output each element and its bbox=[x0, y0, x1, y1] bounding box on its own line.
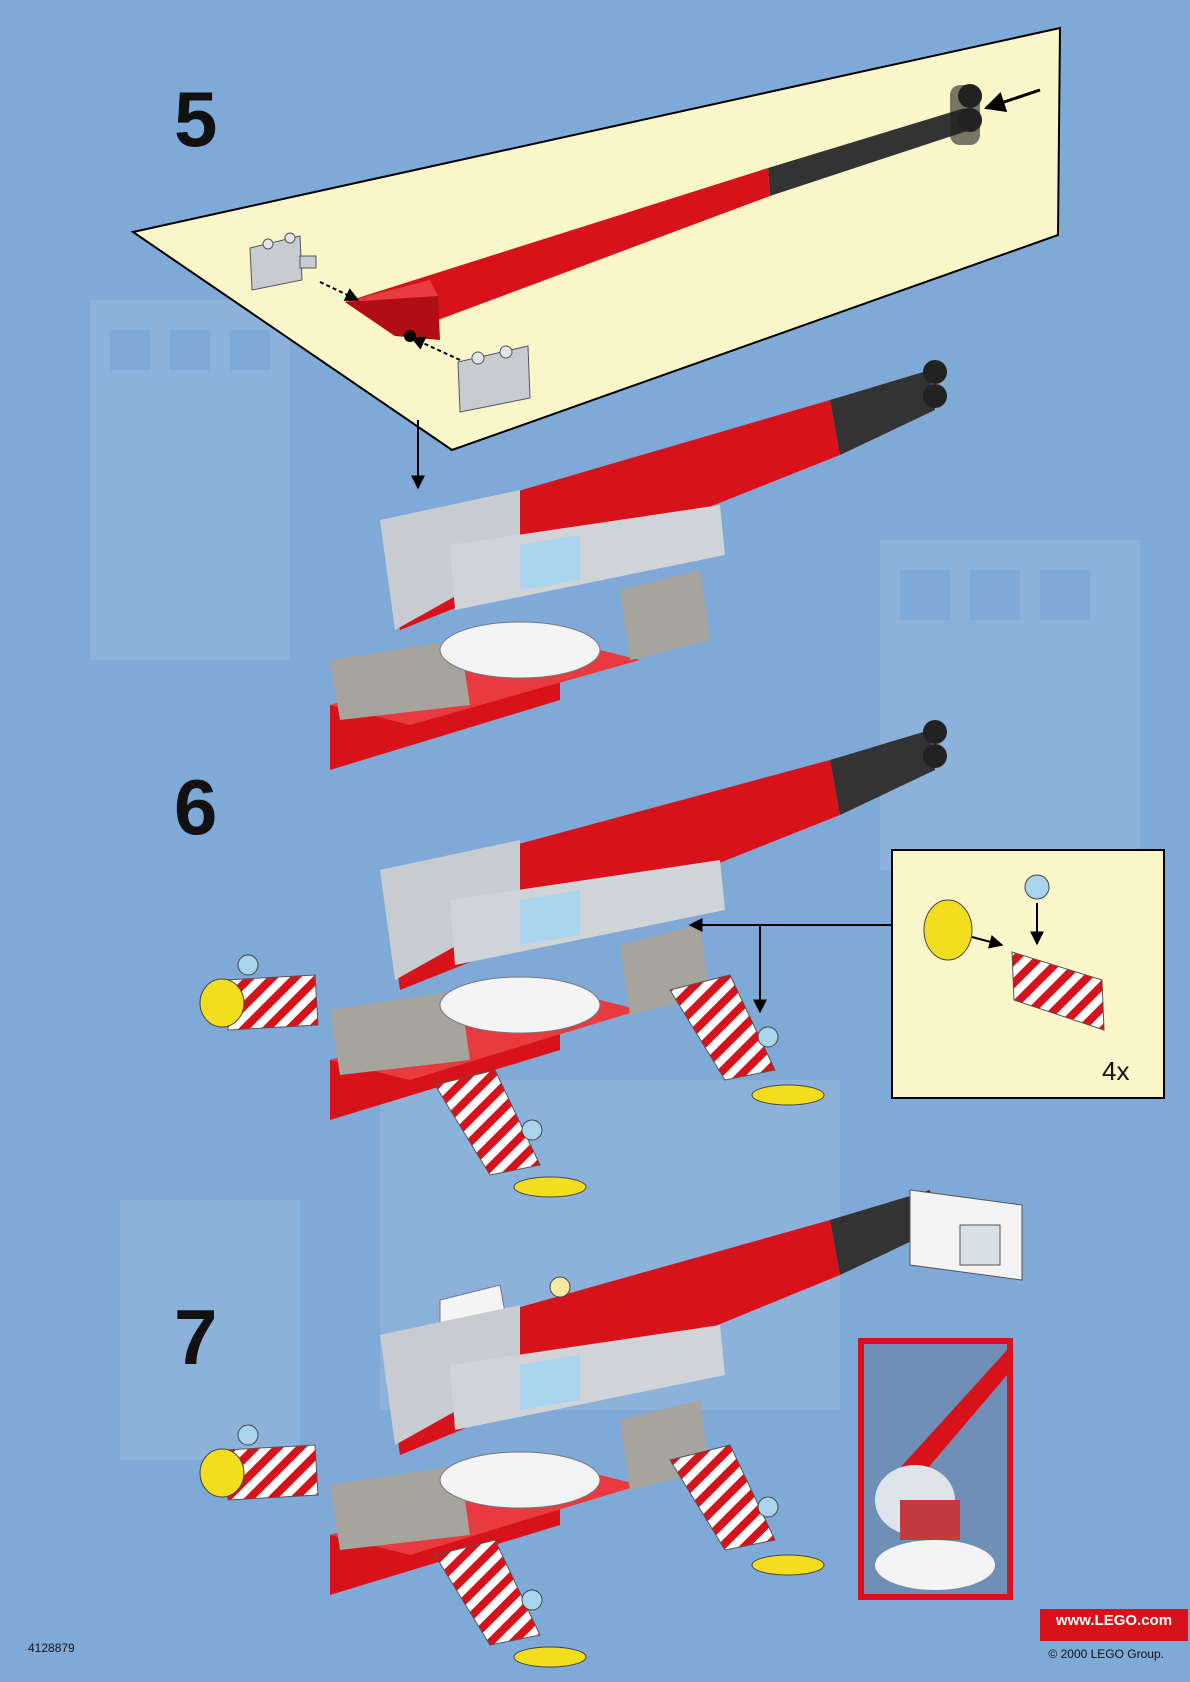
step6-callout bbox=[891, 849, 1165, 1099]
step5-boom-part bbox=[345, 84, 982, 342]
step-7-number: 7 bbox=[174, 1293, 218, 1381]
step5-arrow-end bbox=[984, 88, 1041, 112]
lego-logo-bar bbox=[1040, 1609, 1188, 1641]
step5-arrow-left bbox=[319, 281, 360, 301]
product-photo bbox=[858, 1338, 1013, 1600]
step-6-number: 6 bbox=[174, 763, 218, 851]
striped-brick-part bbox=[1011, 951, 1105, 1031]
step5-crane-model bbox=[330, 360, 947, 770]
step5-callout bbox=[130, 26, 1062, 452]
callout-quantity: 4x bbox=[1102, 1056, 1130, 1086]
step5-grey-brick-left bbox=[249, 232, 317, 291]
lego-website-link[interactable]: www.LEGO.com bbox=[1055, 1612, 1173, 1629]
step6-crane-model bbox=[199, 720, 947, 1198]
step5-arrow-right bbox=[410, 336, 461, 361]
copyright-notice: © 2000 LEGO Group. bbox=[1048, 1647, 1164, 1661]
step-5-number: 5 bbox=[174, 75, 218, 163]
step5-grey-brick-right bbox=[457, 345, 531, 413]
yellow-plate-part bbox=[923, 899, 973, 961]
round-blue-part bbox=[1024, 874, 1050, 900]
set-code: 4128879 bbox=[28, 1641, 75, 1655]
step7-crane-model bbox=[199, 1189, 1023, 1668]
